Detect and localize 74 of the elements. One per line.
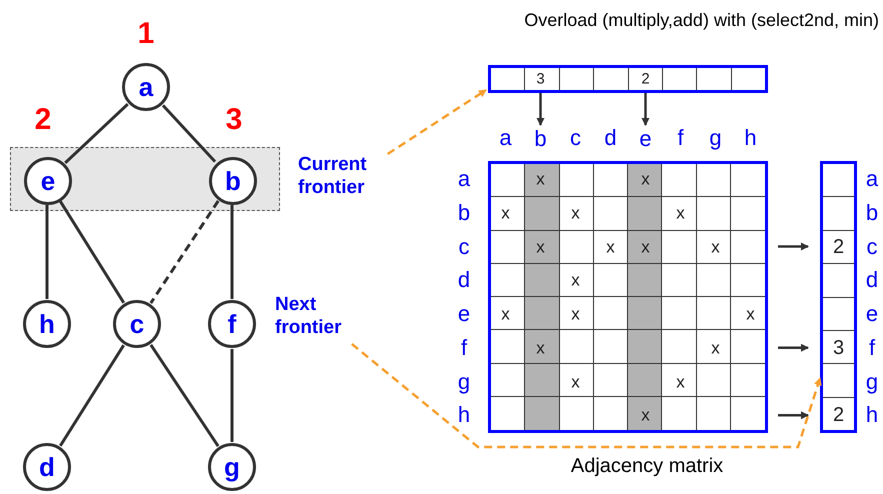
vector-value: 2 [832,236,844,256]
graph-edge [58,200,126,304]
graph-edge [150,344,220,447]
axis-letter: d [866,269,878,292]
axis-letter: h [744,127,757,149]
axis-letter: b [458,202,470,224]
matrix-entry: x [536,238,545,255]
matrix-entry: x [536,170,545,188]
axis-letter: f [868,336,876,359]
vector-value: 3 [832,338,844,358]
vector-bar [820,161,857,433]
matrix-entry: x [746,306,755,322]
axis-letter: a [499,127,512,149]
graph-edge [230,349,234,442]
matrix-entry: x [711,238,720,255]
column-letter: b [530,126,552,151]
axis-letter: h [866,404,878,426]
matrix-entry: x [571,272,580,289]
matrix-entry: x [641,406,650,424]
axis-letter: c [866,236,878,258]
axis-letter: d [604,127,617,149]
matrix-entry: x [606,238,615,255]
axis-letter: b [866,202,878,224]
column-letter: e [634,126,656,151]
axis-letter: f [460,336,468,359]
axis-letter: g [709,127,722,149]
matrix-entry: x [641,170,650,188]
matrix-entry: x [571,373,580,390]
matrix-entry: x [501,204,510,222]
axis-letter: c [570,127,581,149]
axis-letter: g [458,370,470,392]
matrix-entry: x [501,306,510,322]
vector-value: 3 [536,72,545,86]
axis-letter: e [458,303,470,325]
graph-edge [46,205,48,299]
dashed-arrow [386,88,487,156]
matrix-entry: x [711,339,720,356]
arrow [778,344,809,352]
level-number: 1 [138,19,154,49]
level-number: 2 [34,105,52,135]
axis-letter: c [458,236,470,258]
arrow [778,242,809,250]
graph-edge [59,344,125,447]
graph-edge [150,200,220,304]
axis-letter: e [866,303,878,325]
vector-bar [488,65,768,93]
annotation-text: Next frontier [275,294,363,344]
matrix-entry: x [676,204,685,222]
graph-edge [162,104,216,163]
matrix-entry: x [571,204,580,222]
matrix-entry: x [536,339,545,356]
matrix-title: Adjacency matrix [570,456,724,476]
matrix-entry: x [641,238,650,255]
arrow [536,93,544,126]
axis-letter: h [458,404,470,426]
matrix-entry: x [676,373,685,390]
arrow [778,411,809,420]
arrow [642,93,650,126]
vector-value: 2 [832,405,844,426]
graph-edge [230,205,234,299]
matrix-entry: x [571,306,580,322]
axis-letter: d [458,269,470,292]
axis-letter: a [458,168,470,190]
graph-edge [64,103,129,164]
dashed-arrow [351,343,822,448]
frontier-highlight [10,147,280,211]
axis-letter: f [677,127,684,149]
level-number: 3 [226,105,242,135]
vector-value: 2 [641,72,650,86]
annotation-text: Current frontier [298,154,390,204]
axis-letter: a [866,168,878,190]
adjacency-matrix [488,161,768,433]
axis-letter: g [866,370,878,392]
title: Overload (multiply,add) with (select2nd, min) [524,9,879,32]
